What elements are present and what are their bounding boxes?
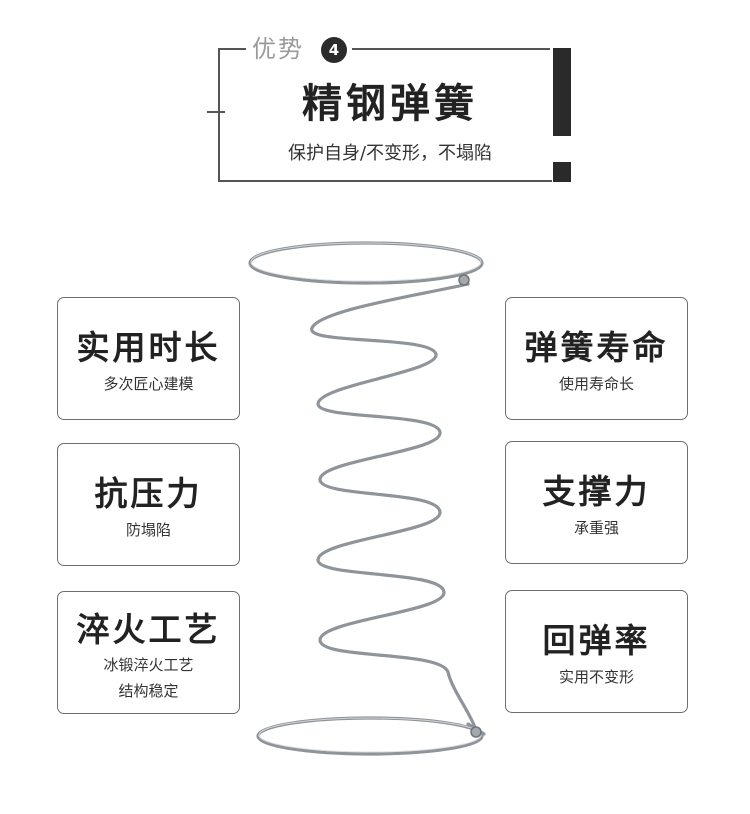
header-frame-bottom — [218, 180, 552, 182]
header-frame-left — [218, 48, 220, 182]
feature-desc: 多次匠心建模 — [103, 375, 194, 393]
feature-title: 回弹率 — [542, 621, 651, 660]
header-frame-top-left — [218, 48, 246, 50]
feature-card-quenching-process: 淬火工艺 冰锻淬火工艺 结构稳定 — [57, 591, 240, 714]
feature-desc: 使用寿命长 — [558, 375, 634, 393]
page-title: 精钢弹簧 — [302, 81, 478, 127]
feature-card-rebound-rate: 回弹率 实用不变形 — [505, 590, 688, 713]
feature-title: 抗压力 — [94, 474, 203, 513]
advantage-label: 优势 — [252, 35, 304, 63]
header-accent-bar-bottom — [553, 162, 571, 182]
feature-title: 实用时长 — [76, 328, 221, 367]
header-accent-bar-top — [553, 48, 571, 136]
header-frame-left-tick — [207, 111, 225, 113]
feature-card-compression-resistance: 抗压力 防塌陷 — [57, 443, 240, 566]
feature-desc: 承重强 — [573, 519, 619, 537]
feature-card-usage-duration: 实用时长 多次匠心建模 — [57, 297, 240, 420]
page-subtitle: 保护自身/不变形，不塌陷 — [287, 143, 493, 164]
feature-title: 淬火工艺 — [76, 610, 221, 649]
header-frame-top-right — [352, 48, 550, 50]
feature-desc: 防塌陷 — [125, 521, 171, 539]
feature-desc: 结构稳定 — [118, 682, 179, 700]
advantage-number-badge: 4 — [321, 37, 347, 63]
feature-card-support-force: 支撑力 承重强 — [505, 441, 688, 564]
feature-card-spring-lifespan: 弹簧寿命 使用寿命长 — [505, 297, 688, 420]
feature-desc: 实用不变形 — [558, 668, 634, 686]
feature-title: 弹簧寿命 — [524, 328, 669, 367]
feature-title: 支撑力 — [542, 472, 651, 511]
feature-desc: 冰锻淬火工艺 — [103, 656, 194, 674]
